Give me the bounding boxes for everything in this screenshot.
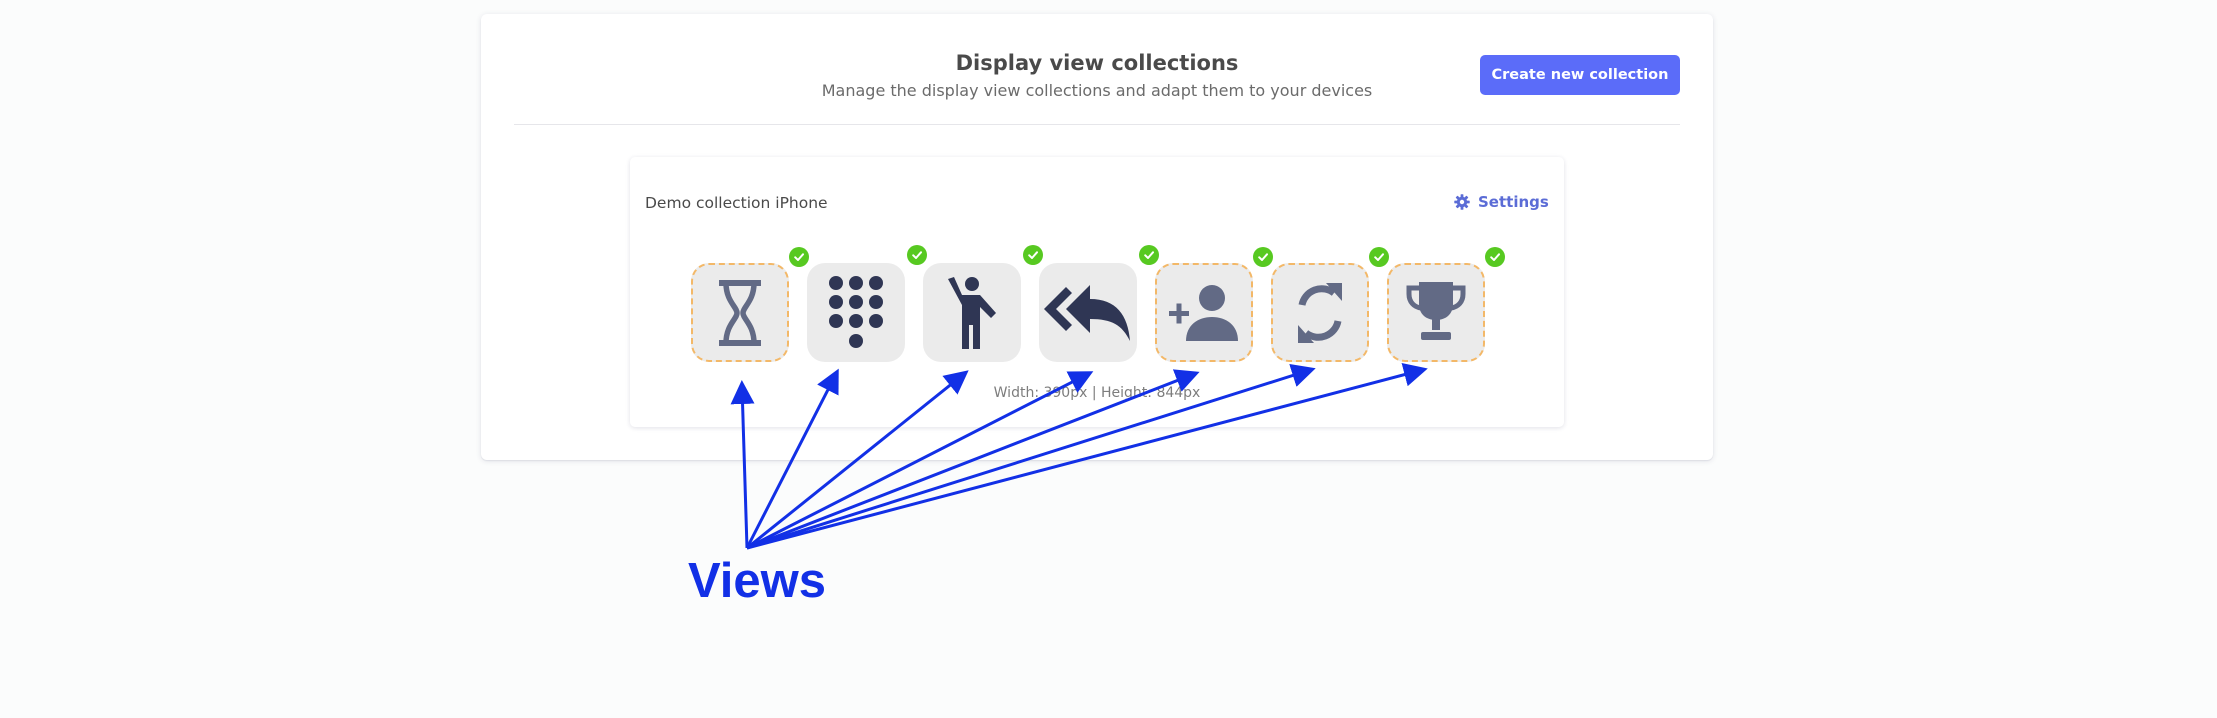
collections-panel: Display view collections Manage the disp… bbox=[481, 14, 1713, 460]
settings-label: Settings bbox=[1478, 193, 1549, 211]
gear-icon bbox=[1454, 194, 1470, 210]
device-dimensions: Width: 390px | Height: 844px bbox=[993, 385, 1201, 401]
view-tile-person-waving[interactable] bbox=[923, 245, 1043, 362]
header-divider bbox=[514, 124, 1680, 125]
person-waving-icon bbox=[948, 276, 996, 349]
view-tile-person-add[interactable] bbox=[1155, 247, 1273, 362]
check-icon bbox=[1139, 245, 1159, 265]
create-collection-button[interactable]: Create new collection bbox=[1480, 55, 1680, 95]
view-tile-trophy[interactable] bbox=[1387, 247, 1505, 362]
check-icon bbox=[1023, 245, 1043, 265]
view-tile-hourglass[interactable] bbox=[691, 247, 809, 362]
check-icon bbox=[789, 247, 809, 267]
person-add-icon bbox=[1169, 284, 1238, 341]
check-icon bbox=[907, 245, 927, 265]
page-subtitle: Manage the display view collections and … bbox=[821, 81, 1373, 100]
collection-card: Demo collection iPhone Settings bbox=[630, 157, 1564, 427]
hourglass-icon bbox=[719, 279, 761, 346]
sync-icon bbox=[1298, 282, 1342, 343]
check-icon bbox=[1253, 247, 1273, 267]
views-row bbox=[691, 245, 1505, 383]
reply-all-icon bbox=[1044, 284, 1130, 341]
view-tile-dialpad[interactable] bbox=[807, 245, 927, 362]
settings-link[interactable]: Settings bbox=[1454, 193, 1549, 211]
collection-name: Demo collection iPhone bbox=[645, 194, 828, 212]
view-tile-reply-all[interactable] bbox=[1039, 245, 1159, 362]
page-title: Display view collections bbox=[955, 51, 1239, 75]
trophy-icon bbox=[1406, 281, 1466, 340]
views-annotation-label: Views bbox=[688, 554, 827, 608]
view-tile-sync[interactable] bbox=[1271, 247, 1389, 362]
check-icon bbox=[1369, 247, 1389, 267]
dialpad-icon bbox=[829, 275, 883, 348]
check-icon bbox=[1485, 247, 1505, 267]
